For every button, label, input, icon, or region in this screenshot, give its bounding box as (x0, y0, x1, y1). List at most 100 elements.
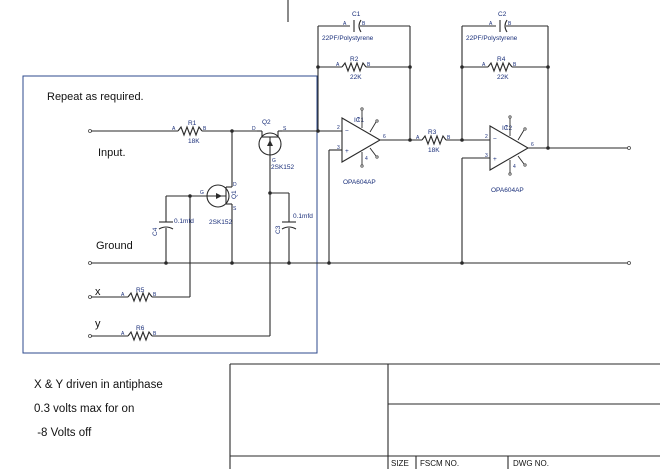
R3-ref: R3 (428, 129, 437, 136)
title-block-fscm-label: FSCM NO. (420, 459, 459, 468)
U2-opamp (489, 125, 530, 171)
U2-value: OPA604AP (491, 187, 524, 194)
y-label: y (95, 318, 101, 330)
U2-pin-6: 6 (531, 142, 534, 148)
C1-ref: C1 (352, 11, 361, 18)
U2-pin-2: 2 (485, 134, 488, 140)
C1-capacitor (353, 19, 362, 33)
note-line-1: X & Y driven in antiphase (34, 379, 163, 391)
ground-label: Ground (96, 240, 133, 252)
Q1-ref: Q1 (231, 190, 238, 199)
R1-value: 18K (188, 138, 200, 145)
U1-supply-terminal (360, 107, 364, 111)
U2-supply-terminal (508, 172, 512, 176)
U1-pin-3: 3 (337, 145, 340, 151)
Q1-transistor (190, 184, 232, 208)
C4-ref: C4 (152, 227, 159, 236)
U2-offset-terminal (523, 127, 527, 131)
U1-pin-lead (369, 147, 377, 157)
U2-pin-3: 3 (485, 153, 488, 159)
U1-minus: − (345, 128, 349, 135)
R5-ref: R5 (136, 287, 145, 294)
Q2-pin-g: G (272, 158, 276, 164)
junction-dot (460, 65, 464, 69)
junction-dot (408, 65, 412, 69)
R3-resistor (421, 134, 447, 146)
junction-dot (164, 261, 168, 265)
R5-pin-b: B (153, 292, 157, 298)
Q2-transistor (257, 130, 282, 160)
R1-resistor (177, 125, 203, 137)
U1-ref: IC1 (354, 117, 365, 124)
R6-pin-b: B (153, 331, 157, 337)
title-block-size-label: SIZE (391, 459, 409, 468)
C4-value: 0.1mfd (174, 218, 194, 225)
ground-terminal-right (627, 261, 631, 265)
R6-resistor (127, 330, 153, 342)
R1-ref: R1 (188, 120, 197, 127)
R4-pin-b: B (513, 62, 517, 68)
U1-offset-terminal (375, 155, 379, 159)
R2-ref: R2 (350, 56, 359, 63)
R5-resistor (127, 291, 153, 303)
R1-pin-a: A (172, 126, 176, 132)
C1-pin-b: B (362, 21, 366, 27)
C3-value: 0.1mfd (293, 213, 313, 220)
U1-supply-terminal (360, 164, 364, 168)
U2-pin-lead (517, 129, 525, 141)
U1-pin-6: 6 (383, 134, 386, 140)
title-block-dwg-label: DWG NO. (513, 459, 549, 468)
C2-pin-b: B (508, 21, 512, 27)
C2-value: 22PF/Polystyrene (466, 35, 518, 42)
U2-supply-terminal (508, 115, 512, 119)
R3-pin-b: B (447, 135, 451, 141)
R3-pin-a: A (416, 135, 420, 141)
Q2-value: 2SK152 (271, 164, 295, 171)
U2-minus: − (493, 136, 497, 143)
C2-capacitor (499, 19, 508, 33)
U2-pin-4: 4 (513, 164, 516, 170)
Q2-pin-s: S (283, 126, 287, 132)
U2-pin-7: 7 (505, 125, 508, 131)
repeat-region-label: Repeat as required. (47, 91, 144, 103)
junction-dot (408, 138, 412, 142)
R2-pin-b: B (367, 62, 371, 68)
R2-resistor (341, 61, 367, 73)
C2-ref: C2 (498, 11, 507, 18)
R4-pin-a: A (482, 62, 486, 68)
junction-dot (546, 146, 550, 150)
U1-offset-terminal (375, 119, 379, 123)
note-line-3: -8 Volts off (34, 427, 92, 439)
R5-pin-a: A (121, 292, 125, 298)
Q2-ref: Q2 (262, 119, 271, 126)
U1-pin-4: 4 (365, 156, 368, 162)
R4-value: 22K (497, 74, 509, 81)
U1-plus: + (345, 148, 349, 155)
R2-value: 22K (350, 74, 362, 81)
Q1-pin-g: G (200, 190, 204, 196)
R1-pin-b: B (203, 126, 207, 132)
Q2-pin-d: D (252, 126, 256, 132)
R4-resistor (487, 61, 513, 73)
C1-pin-a: A (343, 21, 347, 27)
C3-ref: C3 (275, 225, 282, 234)
C1-value: 22PF/Polystyrene (322, 35, 374, 42)
C3-capacitor (281, 221, 297, 263)
R3-value: 18K (428, 147, 440, 154)
U2-offset-terminal (523, 163, 527, 167)
junction-dot (316, 65, 320, 69)
junction-dot (287, 261, 291, 265)
U1-pin-2: 2 (337, 125, 340, 131)
R6-pin-a: A (121, 331, 125, 337)
Q1-pin-d: D (233, 182, 237, 188)
x-label: x (95, 286, 101, 298)
U2-plus: + (493, 156, 497, 163)
U1-value: OPA604AP (343, 179, 376, 186)
U2-ref: IC2 (502, 125, 513, 132)
input-label: Input. (98, 147, 126, 159)
Q1-pin-s: S (233, 206, 237, 212)
U1-pin-7: 7 (357, 117, 360, 123)
R6-ref: R6 (136, 325, 145, 332)
junction-dot (230, 261, 234, 265)
repeat-region-box (22, 75, 318, 354)
